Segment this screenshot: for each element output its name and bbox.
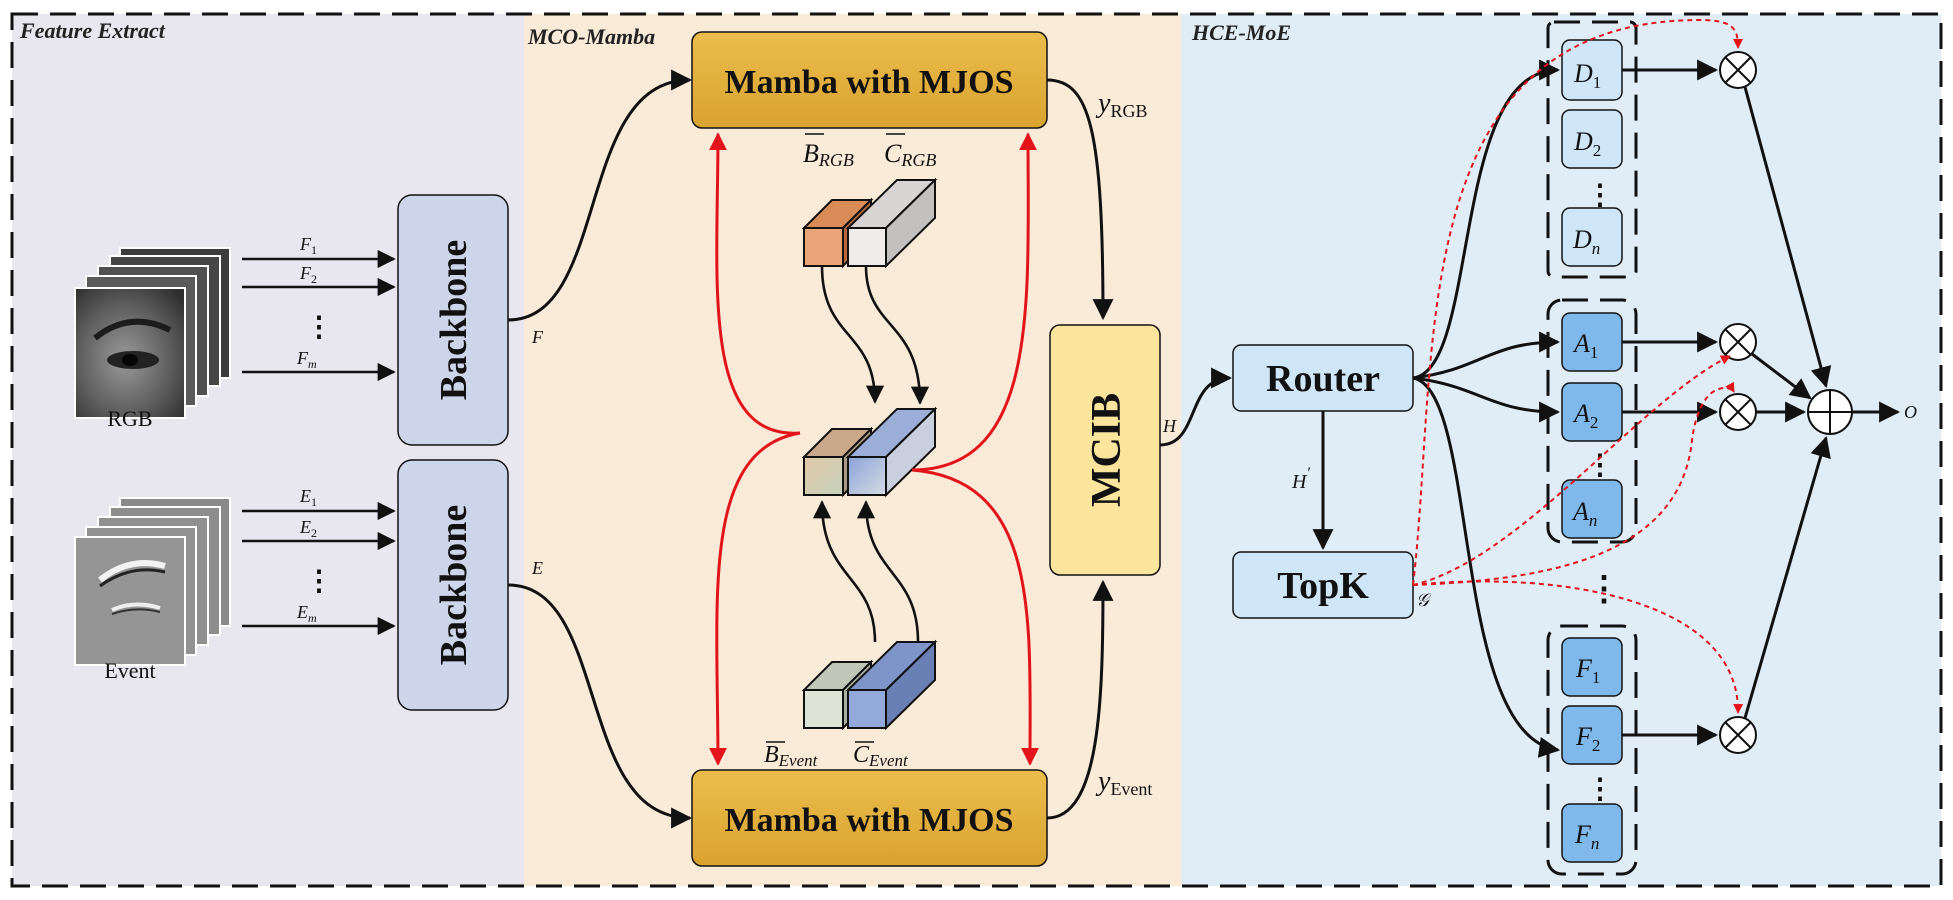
section-title-mco-mamba: MCO-Mamba <box>527 24 655 49</box>
router-label: Router <box>1266 358 1380 400</box>
expert-dn <box>1561 207 1623 267</box>
arrow-mamba-top-to-mcib <box>1046 78 1114 321</box>
label-h-prime: H′ <box>1291 465 1310 493</box>
gate-arrow-to-f2 <box>1412 580 1744 714</box>
expert-f1 <box>1561 637 1623 697</box>
outer-dashed-border <box>10 12 1943 888</box>
rgb-feature-arrows <box>242 249 396 382</box>
event-feature-arrows <box>242 501 396 636</box>
rgb-feature-f2: F2 <box>299 263 317 286</box>
expert-f2 <box>1561 705 1623 765</box>
expert-an-label: An <box>1571 497 1597 530</box>
svg-text:BEvent: BEvent <box>764 742 819 770</box>
rgb-frame-stack <box>74 247 231 419</box>
arrow-router-to-f2 <box>1412 376 1561 758</box>
arrow-backbone-event-to-mamba <box>507 583 693 829</box>
gate-arrow-to-a2 <box>1412 381 1735 586</box>
expert-f1-label: F1 <box>1575 654 1600 687</box>
event-feature-e2: E2 <box>299 517 317 540</box>
mamba-bottom-label: Mamba with MJOS <box>725 802 1014 839</box>
event-feature-em: Em <box>296 602 317 625</box>
label-y-event: yEvent <box>1095 766 1152 799</box>
label-c-event: CEvent <box>853 741 909 770</box>
label-c-rgb: CRGB <box>884 133 936 170</box>
arrow-router-to-d1 <box>1412 59 1561 380</box>
arrow-mult-a1-to-sum <box>1751 352 1812 400</box>
arrow-c-event-to-mix <box>856 500 920 643</box>
arrow-mcib-to-router <box>1159 367 1233 447</box>
event-feature-ellipsis: ⋮ <box>305 566 333 597</box>
arrow-mult-d1-to-sum <box>1743 86 1832 389</box>
mamba-top-label: Mamba with MJOS <box>725 64 1014 101</box>
expert-a-ellipsis: ⋮ <box>1586 450 1614 481</box>
expert-d2 <box>1561 109 1623 169</box>
expert-dn-label: Dn <box>1572 225 1600 258</box>
output-label: O <box>1904 402 1917 422</box>
mcib-label: MCIB <box>1084 393 1130 507</box>
svg-text:CEvent: CEvent <box>853 742 909 770</box>
arrow-router-to-a2 <box>1412 376 1561 423</box>
expert-fn-label: Fn <box>1574 820 1599 853</box>
event-frame-stack <box>74 497 231 666</box>
backbone-rgb-output-label: F <box>531 327 544 347</box>
expert-d2-label: D2 <box>1573 127 1601 160</box>
section-title-hce-moe: HCE-MoE <box>1191 20 1291 45</box>
svg-text:CRGB: CRGB <box>884 139 936 170</box>
backbone-event-output-label: E <box>531 558 543 578</box>
section-title-feature-extract: Feature Extract <box>19 18 166 43</box>
cuboid-c-mix <box>845 406 938 498</box>
expert-fn <box>1561 803 1623 863</box>
rgb-feature-fm: Fm <box>296 348 317 371</box>
red-arrow-mix-to-mamba-top-right <box>911 132 1038 472</box>
expert-f2-label: F2 <box>1575 722 1600 755</box>
cuboid-c-rgb <box>845 177 938 269</box>
arrow-backbone-rgb-to-mamba <box>507 69 693 322</box>
multiply-node-a1 <box>1719 323 1757 361</box>
event-feature-e1: E1 <box>299 486 317 509</box>
red-arrow-mix-to-mamba-bottom-right <box>911 468 1040 766</box>
red-arrow-mix-to-mamba-top-left <box>708 132 801 435</box>
label-y-rgb: yRGB <box>1095 88 1147 121</box>
arrow-c-rgb-to-mix <box>864 265 930 405</box>
expert-a2-label: A2 <box>1572 399 1598 432</box>
multiply-node-d1 <box>1719 51 1757 89</box>
expert-group-d-frame <box>1546 20 1638 279</box>
gate-arrow-to-a1 <box>1412 355 1731 586</box>
arrow-b-rgb-to-mix <box>820 265 885 404</box>
panel-feature-extract <box>12 14 524 886</box>
expert-a1 <box>1561 312 1623 372</box>
red-arrow-mix-to-mamba-bottom-left <box>708 431 801 766</box>
arrow-mult-f2-to-sum <box>1743 435 1831 719</box>
gate-arrow-to-d1 <box>1412 18 1743 586</box>
backbone-rgb-label: Backbone <box>433 240 475 400</box>
rgb-feature-f1: F1 <box>299 234 317 257</box>
topk-label: TopK <box>1277 565 1369 607</box>
arrow-router-to-a1 <box>1412 331 1561 380</box>
sum-node <box>1807 389 1853 435</box>
mcib-block <box>1049 324 1161 576</box>
rgb-feature-ellipsis: ⋮ <box>305 312 333 343</box>
expert-d-ellipsis: ⋮ <box>1586 180 1614 211</box>
label-b-event: BEvent <box>764 741 819 770</box>
multiply-node-f2 <box>1719 716 1757 754</box>
expert-a2 <box>1561 382 1623 442</box>
label-b-rgb: BRGB <box>803 133 854 170</box>
expert-an <box>1561 479 1623 539</box>
panel-hce-moe <box>1181 14 1941 886</box>
backbone-event-label: Backbone <box>433 505 475 665</box>
expert-d1-label: D1 <box>1573 59 1601 92</box>
arrow-mamba-bottom-to-mcib <box>1046 579 1114 820</box>
expert-f-ellipsis: ⋮ <box>1586 774 1614 805</box>
event-label: Event <box>104 658 155 683</box>
arrow-b-event-to-mix <box>812 500 877 643</box>
expert-groups-ellipsis: ⋮ <box>1587 571 1621 608</box>
svg-text:BRGB: BRGB <box>803 139 854 170</box>
cuboid-c-event <box>845 639 938 731</box>
rgb-label: RGB <box>107 406 152 431</box>
label-gate: 𝒢 <box>1416 590 1432 610</box>
multiply-node-a2 <box>1719 393 1757 431</box>
expert-a1-label: A1 <box>1572 329 1598 362</box>
mcib-output-label: H <box>1162 416 1177 436</box>
